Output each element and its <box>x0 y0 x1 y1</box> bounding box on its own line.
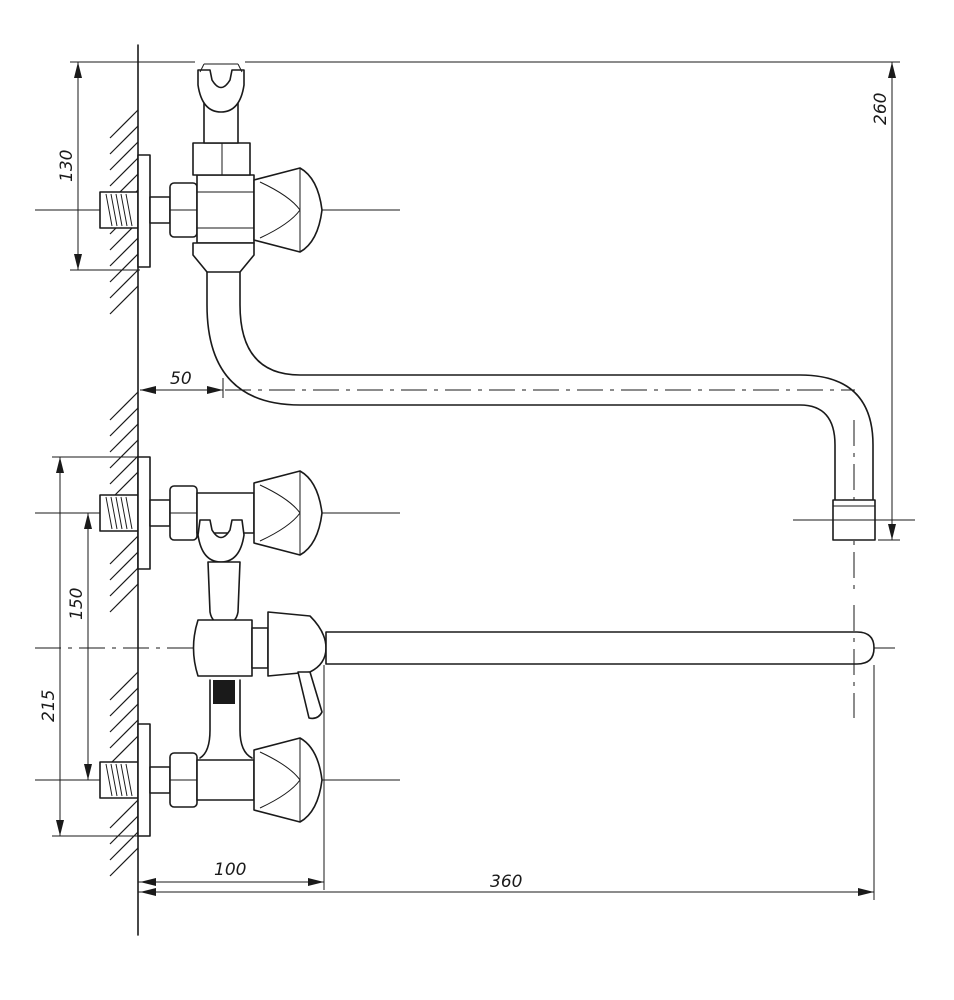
dimension-100-label: 100 <box>214 860 246 880</box>
dimension-215-label: 215 <box>39 690 59 722</box>
lower-spout-cap <box>267 611 327 677</box>
top-faucet <box>35 63 400 273</box>
dimension-50-label: 50 <box>170 369 192 389</box>
wall-hatching-bottom <box>109 671 139 877</box>
wall <box>109 44 139 936</box>
mixer-body <box>35 561 895 759</box>
top-connector <box>149 196 171 224</box>
dimension-260: 260 <box>245 61 900 541</box>
bottom-flange <box>137 723 151 837</box>
dimension-360-label: 360 <box>490 872 522 892</box>
top-handle <box>253 167 323 253</box>
dimension-130-label: 130 <box>57 150 77 182</box>
upper-spout-outer <box>239 271 874 501</box>
middle-holder-clip <box>197 519 245 563</box>
bottom-handle <box>253 737 323 823</box>
top-flange <box>137 154 151 268</box>
lower-spout-tube <box>325 631 875 665</box>
dimension-360: 360 <box>138 665 875 900</box>
top-inlet-thread <box>105 193 133 227</box>
bottom-faucet <box>35 723 400 837</box>
middle-handle <box>253 470 323 556</box>
middle-inlet-thread <box>105 496 133 530</box>
upper-spout <box>206 271 915 590</box>
mixer-lower-stem-right <box>239 679 253 759</box>
bottom-valve-body <box>196 759 255 801</box>
dimension-130: 130 <box>57 61 195 271</box>
middle-flange <box>137 456 151 570</box>
top-holder-clip <box>197 69 245 113</box>
upper-spout-inner <box>206 271 836 501</box>
dimension-50: 50 <box>140 369 224 398</box>
mixer-lower-stem-left <box>199 679 211 759</box>
mixer-neck <box>251 627 269 669</box>
dimension-100: 100 <box>138 665 325 890</box>
bottom-inlet-thread <box>105 763 133 797</box>
lower-spout-lever <box>297 671 323 720</box>
dimension-150-label: 150 <box>67 588 87 620</box>
middle-faucet <box>35 456 400 570</box>
top-valve-body <box>196 174 255 244</box>
mixer-hatched-insert <box>213 680 235 704</box>
dimension-215: 215 <box>39 456 140 837</box>
dimension-260-label: 260 <box>871 93 891 125</box>
dimension-150: 150 <box>67 512 100 780</box>
wall-hatching-middle <box>109 391 139 613</box>
mixer-central-body <box>192 619 253 677</box>
middle-connector <box>149 499 171 527</box>
bottom-connector <box>149 766 171 794</box>
diverter-lever <box>207 561 241 625</box>
wall-hatching-top <box>109 109 139 315</box>
top-spout-base <box>192 242 255 273</box>
